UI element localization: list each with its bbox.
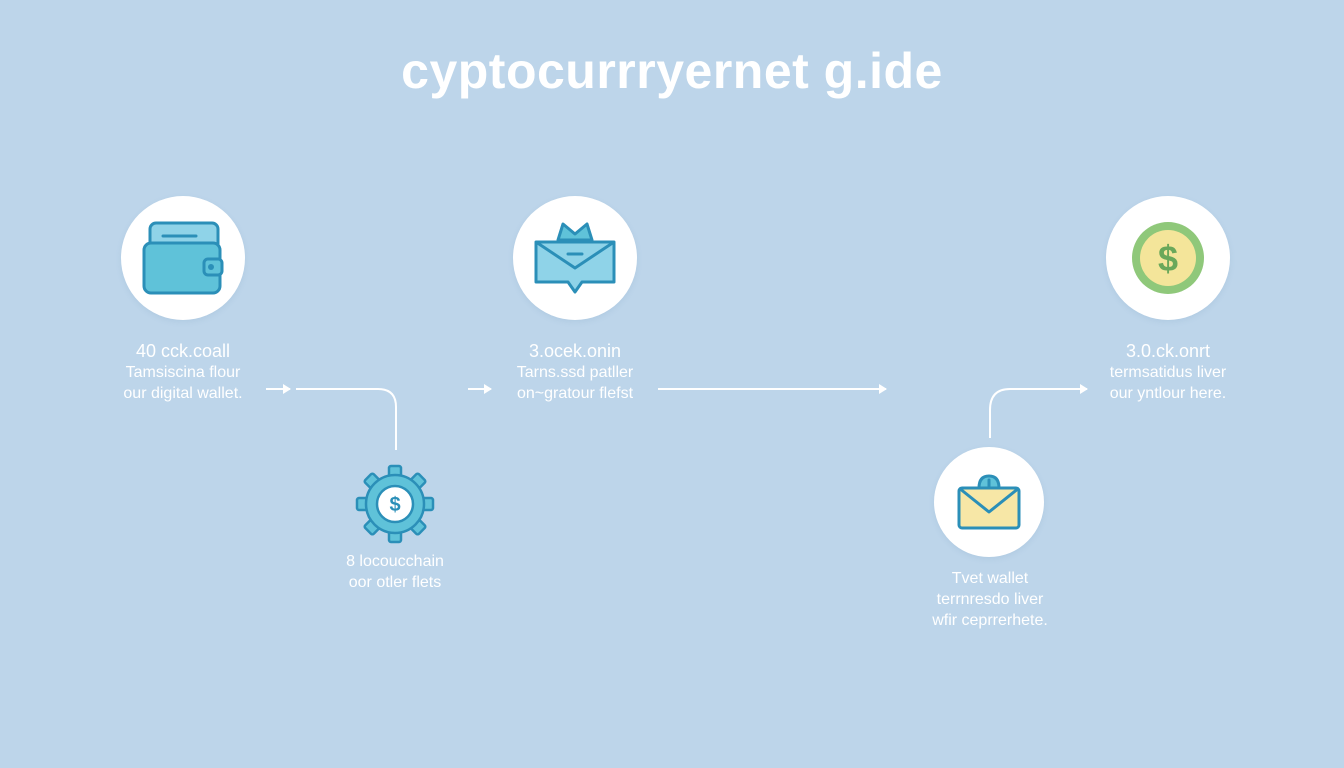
wallet-icon [142, 221, 224, 295]
step-node-wallet [121, 196, 245, 320]
envelope-icon [957, 474, 1021, 530]
step-label-envelope-crown: 3.ocek.onin Tarns.ssd patller on~gratour… [516, 341, 634, 402]
step-node-envelope [934, 447, 1044, 557]
gear-coin-icon: $ [355, 464, 435, 544]
step-node-envelope-crown [513, 196, 637, 320]
connector-step1-down [296, 388, 397, 450]
diagram-title: cyptocurrryernet g.ide [401, 43, 943, 99]
step-node-gear: $ [355, 464, 435, 544]
envelope-crown-icon [534, 222, 616, 294]
step-label-wallet: 40 cck.coall Tamsiscina flour our digita… [123, 341, 243, 402]
coin-icon: $ [1132, 222, 1204, 294]
step-label-coin: 3.0.ck.onrt termsatidus liver our yntlou… [1109, 341, 1227, 402]
connector-step4-up [989, 384, 1088, 438]
step-label-envelope: Tvet wallet terrnresdo liver wfir ceprre… [932, 570, 1048, 629]
svg-text:$: $ [389, 494, 400, 516]
svg-text:$: $ [1158, 238, 1178, 279]
step-label-gear: 8 locoucchain oor otler flets [346, 553, 444, 591]
step-node-coin: $ [1106, 196, 1230, 320]
